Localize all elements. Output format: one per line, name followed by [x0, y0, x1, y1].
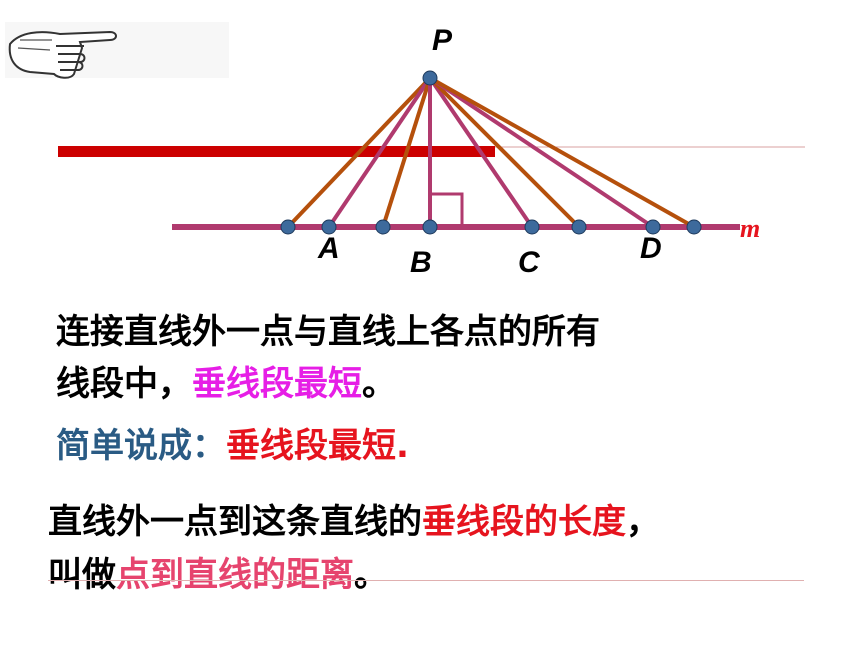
perpendicular-length-highlight: 垂线段的长度 — [422, 502, 626, 542]
point-3 — [375, 219, 391, 235]
right-angle-mark — [430, 192, 464, 227]
segment-3 — [381, 77, 432, 228]
segment-pa — [327, 76, 432, 229]
definition-line-2: 叫做点到直线的距离。 — [48, 558, 388, 592]
point-1 — [280, 219, 296, 235]
definition-line-2-end: 。 — [354, 555, 388, 595]
definition-line-1-end: ， — [626, 502, 660, 542]
statement-line-2: 线段中，垂线段最短。 — [56, 367, 396, 401]
point-6 — [571, 219, 587, 235]
label-p: P — [432, 24, 453, 57]
distance-highlight: 点到直线的距离 — [116, 555, 354, 595]
point-p — [422, 70, 438, 86]
label-m: m — [740, 214, 760, 243]
red-bar — [58, 146, 495, 157]
definition-line-1: 直线外一点到这条直线的垂线段的长度， — [48, 505, 660, 539]
perpendicular-shortest-highlight: 垂线段最短 — [192, 364, 362, 404]
point-d — [645, 219, 661, 235]
statement-line-2-start: 线段中， — [56, 364, 192, 404]
summary-period: . — [396, 426, 409, 466]
segment-pc — [428, 76, 534, 229]
summary-prefix: 简单说成： — [56, 426, 226, 466]
point-a — [321, 219, 337, 235]
segments — [286, 76, 695, 229]
statement-line-2-end: 。 — [362, 364, 396, 404]
point-8 — [686, 219, 702, 235]
segment-8 — [429, 76, 695, 229]
label-c: C — [518, 246, 541, 279]
statement-line-1-text: 连接直线外一点与直线上各点的所有 — [56, 312, 600, 352]
label-d: D — [640, 232, 662, 265]
segment-6 — [428, 76, 581, 229]
point-c — [524, 219, 540, 235]
summary-highlight: 垂线段最短 — [226, 426, 396, 466]
label-b: B — [410, 246, 432, 279]
definition-line-1-start: 直线外一点到这条直线的 — [48, 502, 422, 542]
statement-line-1: 连接直线外一点与直线上各点的所有 — [56, 315, 600, 349]
bottom-guide-line — [48, 580, 804, 581]
perpendicular-diagram: P A B C D m — [5, 22, 805, 279]
label-a: A — [317, 232, 340, 265]
point-b — [422, 219, 438, 235]
points — [280, 70, 702, 235]
pointing-hand-icon — [5, 22, 229, 79]
definition-line-2-start: 叫做 — [48, 555, 116, 595]
segment-pd — [428, 76, 655, 229]
segment-1 — [286, 76, 432, 229]
summary-line: 简单说成：垂线段最短. — [56, 429, 409, 463]
